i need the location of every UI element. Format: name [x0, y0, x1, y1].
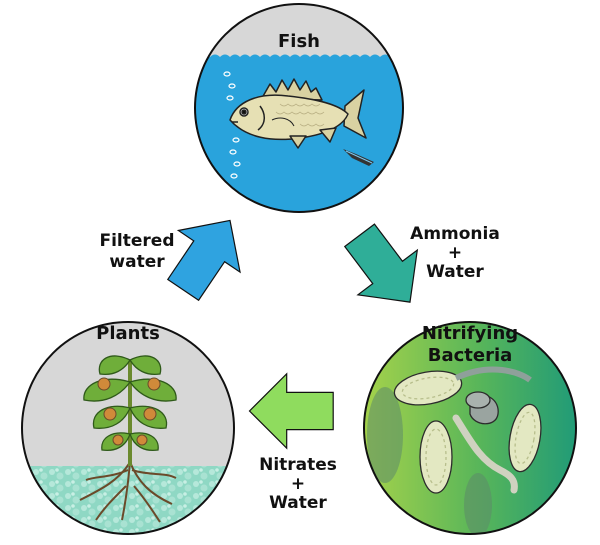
bacteria-illustration	[367, 366, 542, 534]
filtered-water-label: water	[109, 252, 165, 272]
bubbles	[223, 71, 241, 179]
bacteria-circle-border	[363, 321, 577, 535]
ammonia-label: Ammonia	[410, 224, 500, 244]
bacteria-node: Nitrifying Bacteria	[363, 321, 577, 535]
small-fish-icon	[343, 149, 374, 166]
water-surface	[195, 54, 403, 62]
bacteria-label-line2: Bacteria	[428, 345, 513, 366]
flow-label-nitrates-water: Nitrates + Water	[259, 455, 337, 513]
plant-fruits	[97, 377, 161, 446]
plants-circle-border	[21, 321, 235, 535]
bacteria-label-line1: Nitrifying	[422, 323, 518, 344]
arrow-fish-to-bacteria	[330, 213, 440, 325]
arrow-plants-to-fish	[152, 200, 260, 311]
ammonia-plus: +	[448, 243, 462, 263]
filtered-label: Filtered	[99, 231, 174, 251]
plants-label: Plants	[96, 323, 160, 344]
plant-roots	[79, 461, 177, 523]
flow-label-filtered-water: Filtered water	[99, 231, 174, 272]
nitrates-label: Nitrates	[259, 455, 337, 475]
flow-label-ammonia-water: Ammonia + Water	[410, 224, 500, 282]
nitrates-plus: +	[291, 474, 305, 494]
fish-illustration	[229, 78, 367, 149]
arrow-bacteria-to-plants	[250, 374, 334, 448]
ammonia-water-label: Water	[426, 262, 484, 282]
plants-node: Plants	[21, 321, 235, 535]
fish-label: Fish	[278, 31, 320, 52]
nitrates-water-label: Water	[269, 493, 327, 513]
fish-circle-border	[194, 3, 404, 213]
fish-node: Fish	[194, 3, 404, 213]
